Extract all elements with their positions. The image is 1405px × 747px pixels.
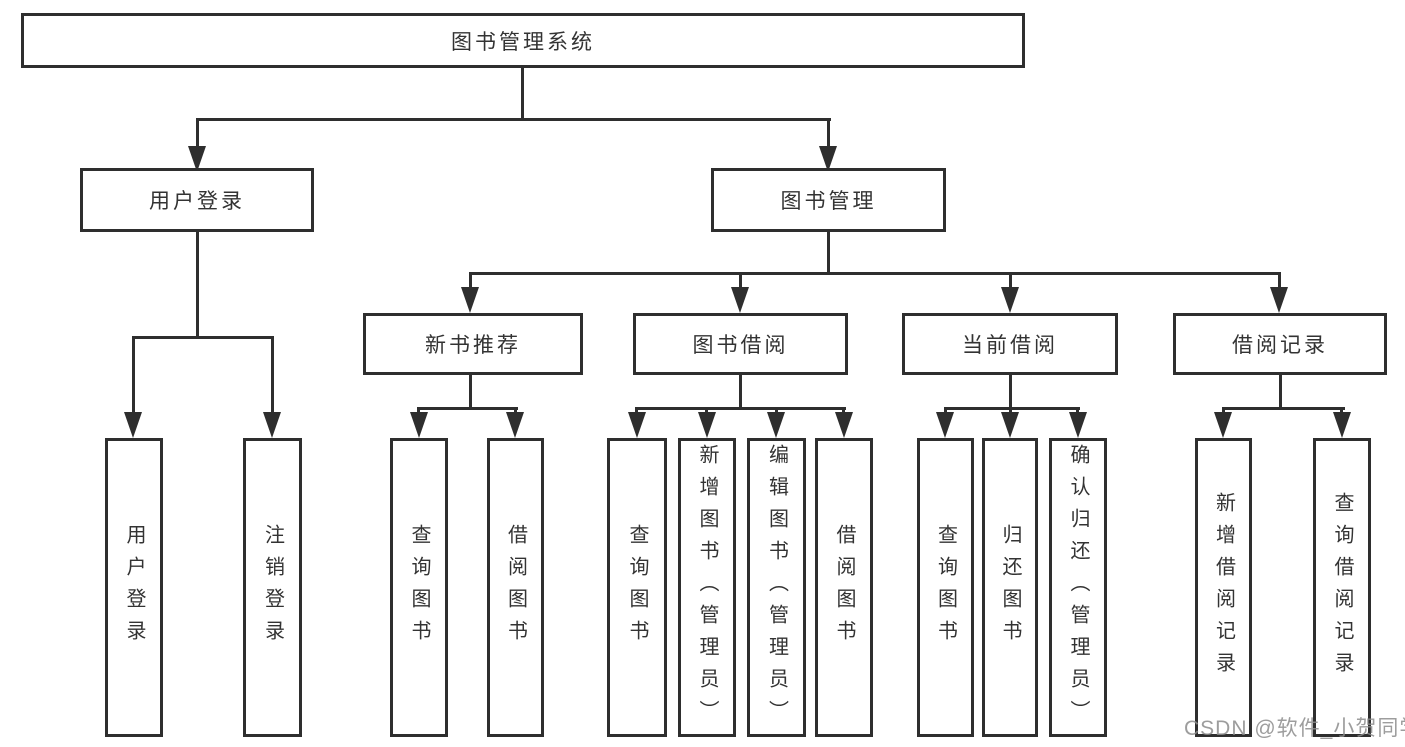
csdn-watermark: CSDN @软件_小贺同学: [1184, 717, 1405, 740]
leaf-query-books-borrow: 查询图书: [607, 438, 667, 737]
leaf-query-books-recommend: 查询图书: [390, 438, 448, 737]
connector-line: [469, 375, 472, 407]
leaf-query-borrow-record: 查询借阅记录: [1313, 438, 1371, 737]
connector-line: [196, 118, 199, 148]
arrowhead-icon: [819, 146, 837, 172]
arrowhead-icon: [1001, 412, 1019, 438]
arrowhead-icon: [188, 146, 206, 172]
connector-line: [132, 336, 274, 339]
connector-line: [1009, 407, 1012, 415]
connector-line: [1279, 375, 1282, 407]
leaf-query-books-current: 查询图书: [917, 438, 974, 737]
arrowhead-icon: [1270, 287, 1288, 313]
arrowhead-icon: [698, 412, 716, 438]
leaf-add-book-admin: 新增图书（管理员）: [678, 438, 736, 737]
connector-line: [1009, 375, 1012, 407]
leaf-borrow-books-recommend: 借阅图书: [487, 438, 544, 737]
arrowhead-icon: [410, 412, 428, 438]
arrowhead-icon: [263, 412, 281, 438]
connector-line: [827, 118, 830, 148]
connector-line: [271, 336, 274, 414]
connector-line: [944, 407, 947, 415]
connector-line: [469, 272, 1281, 275]
arrowhead-icon: [124, 412, 142, 438]
node-root: 图书管理系统: [21, 13, 1025, 68]
arrowhead-icon: [1069, 412, 1087, 438]
connector-line: [775, 407, 778, 415]
node-book-management: 图书管理: [711, 168, 946, 232]
connector-line: [635, 407, 638, 415]
connector-line: [842, 407, 845, 415]
arrowhead-icon: [1001, 287, 1019, 313]
connector-line: [1222, 407, 1225, 415]
node-user-login: 用户登录: [80, 168, 314, 232]
arrowhead-icon: [1214, 412, 1232, 438]
connector-line: [197, 118, 831, 121]
node-current-borrow: 当前借阅: [902, 313, 1118, 375]
node-book-borrow: 图书借阅: [633, 313, 848, 375]
connector-line: [1076, 407, 1079, 415]
connector-line: [469, 272, 472, 290]
connector-line: [705, 407, 708, 415]
arrowhead-icon: [767, 412, 785, 438]
arrowhead-icon: [731, 287, 749, 313]
arrowhead-icon: [835, 412, 853, 438]
leaf-edit-book-admin: 编辑图书（管理员）: [747, 438, 806, 737]
connector-line: [1222, 407, 1345, 410]
connector-line: [1009, 272, 1012, 290]
connector-line: [944, 407, 1080, 410]
leaf-user-login: 用户登录: [105, 438, 163, 737]
arrowhead-icon: [1333, 412, 1351, 438]
leaf-logout: 注销登录: [243, 438, 302, 737]
arrowhead-icon: [936, 412, 954, 438]
connector-line: [635, 407, 846, 410]
node-new-book-recommend: 新书推荐: [363, 313, 583, 375]
arrowhead-icon: [628, 412, 646, 438]
connector-line: [417, 407, 420, 415]
connector-line: [739, 375, 742, 407]
leaf-confirm-return-admin: 确认归还（管理员）: [1049, 438, 1107, 737]
connector-line: [827, 232, 830, 272]
leaf-add-borrow-record: 新增借阅记录: [1195, 438, 1252, 737]
arrowhead-icon: [506, 412, 524, 438]
arrowhead-icon: [461, 287, 479, 313]
connector-line: [1340, 407, 1343, 415]
connector-line: [521, 68, 524, 118]
connector-line: [514, 407, 517, 415]
connector-line: [1278, 272, 1281, 290]
connector-line: [417, 407, 518, 410]
connector-line: [132, 336, 135, 414]
connector-line: [196, 232, 199, 336]
leaf-borrow-books-borrow: 借阅图书: [815, 438, 873, 737]
node-borrow-records: 借阅记录: [1173, 313, 1387, 375]
connector-line: [739, 272, 742, 290]
leaf-return-book: 归还图书: [982, 438, 1038, 737]
